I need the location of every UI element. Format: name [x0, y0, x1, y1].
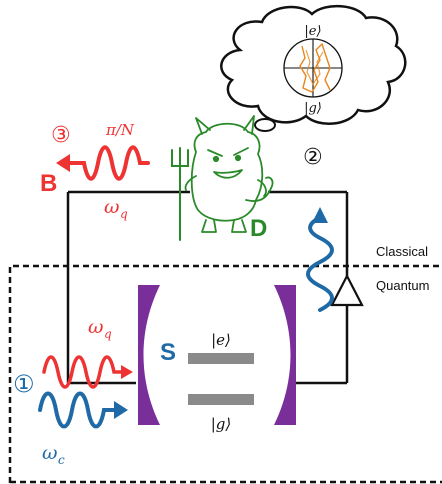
demon-label: D: [250, 215, 267, 242]
drive-arrow-icon: [121, 365, 133, 379]
cavity: |e⟩ |g⟩ S: [138, 285, 296, 433]
quantum-trajectory-2: [305, 49, 324, 86]
measurement-wave: [306, 207, 334, 312]
quantum-boundary: [8, 264, 442, 483]
omega-q-upper: ω: [104, 196, 120, 218]
cavity-mirror-left: [138, 285, 160, 425]
step-1-marker: ①: [13, 371, 35, 398]
circuit-wires: [66, 190, 349, 385]
feedback-wave: [56, 145, 150, 181]
thought-dot-large: [254, 118, 276, 132]
pi-over-n-label: π/N: [105, 121, 135, 139]
thought-bubble: |e⟩ |g⟩: [220, 4, 407, 157]
excited-level-bar: [188, 353, 254, 364]
bath-label: B: [40, 170, 57, 197]
bubble-excited-label: |e⟩: [304, 24, 321, 39]
omega-q-lower-sub: q: [104, 327, 112, 341]
drive-wave-blue: [38, 391, 128, 429]
trident-icon: [171, 147, 189, 241]
cavity-mirror-right: [274, 285, 296, 425]
drive-wave-red: [42, 355, 133, 389]
omega-c-sub: c: [58, 453, 65, 467]
excited-state-label: |e⟩: [211, 331, 231, 349]
omega-q-upper-sub: q: [120, 207, 128, 221]
measurement-arrow-icon: [312, 207, 328, 223]
bubble-ground-label: |g⟩: [304, 101, 322, 116]
classical-label: Classical: [376, 244, 428, 259]
quantum-label: Quantum: [376, 278, 429, 293]
demon-icon: [184, 115, 274, 233]
step-3-marker: ③: [51, 122, 71, 147]
omega-q-lower: ω: [88, 316, 104, 338]
ground-level-bar: [188, 394, 254, 405]
step-2-marker: ②: [303, 144, 323, 169]
cavity-drive-arrow-icon: [114, 401, 128, 419]
ground-state-label: |g⟩: [211, 415, 232, 433]
quantum-trajectory: [299, 42, 331, 93]
feedback-arrow-icon: [56, 154, 70, 172]
amplifier-icon: [330, 273, 364, 307]
omega-c: ω: [42, 442, 58, 464]
system-label: S: [160, 339, 176, 366]
